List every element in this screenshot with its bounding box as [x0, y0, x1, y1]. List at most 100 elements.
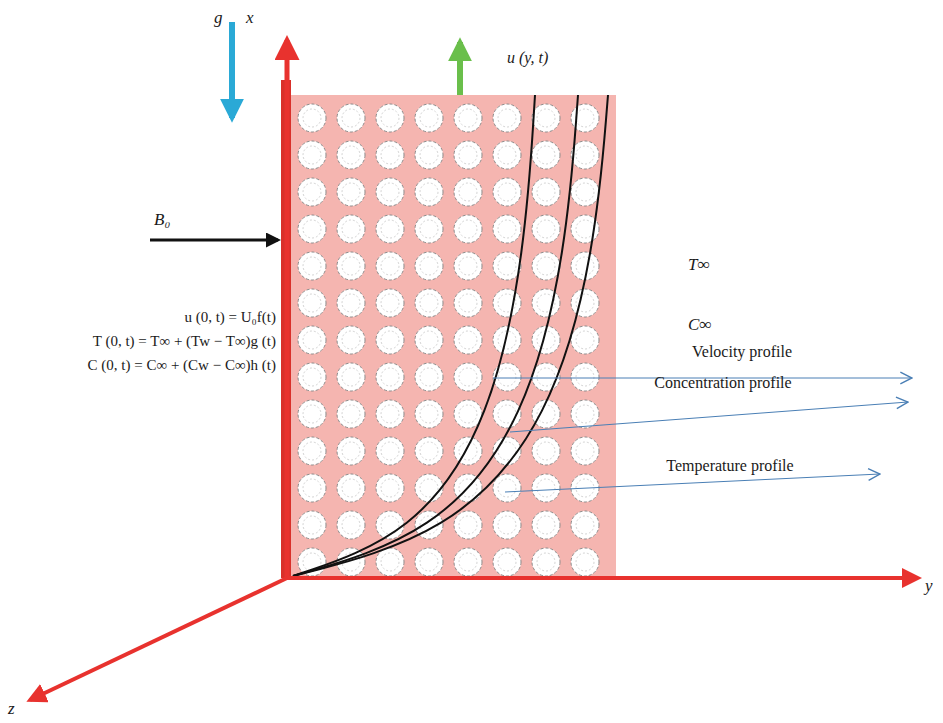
pore-core: [342, 405, 360, 423]
pore: [532, 548, 560, 576]
pore-core: [459, 516, 477, 534]
pore: [337, 474, 365, 502]
pore-core: [459, 405, 477, 423]
pore-core: [342, 479, 360, 497]
pore: [454, 215, 482, 243]
pore-core: [576, 405, 594, 423]
pore: [493, 141, 521, 169]
pore-core: [576, 368, 594, 386]
pore-core: [498, 479, 516, 497]
pore: [532, 511, 560, 539]
pore-core: [459, 368, 477, 386]
pore-core: [537, 257, 555, 275]
pore: [298, 511, 326, 539]
pore-core: [498, 257, 516, 275]
profile-label: Concentration profile: [654, 374, 791, 392]
pore: [298, 252, 326, 280]
pore: [298, 326, 326, 354]
pore: [376, 252, 404, 280]
pore-core: [303, 146, 321, 164]
pore: [454, 141, 482, 169]
pore: [337, 178, 365, 206]
pore-core: [537, 516, 555, 534]
pore: [415, 400, 443, 428]
leader-line: [510, 402, 908, 432]
pore-core: [459, 146, 477, 164]
pore: [532, 252, 560, 280]
pore-core: [303, 331, 321, 349]
pore-core: [342, 109, 360, 127]
pore-core: [381, 405, 399, 423]
pore: [298, 474, 326, 502]
pore-core: [303, 257, 321, 275]
pore-core: [537, 220, 555, 238]
pore: [571, 511, 599, 539]
pore: [571, 178, 599, 206]
pore: [376, 400, 404, 428]
pore-core: [537, 109, 555, 127]
pore-core: [576, 220, 594, 238]
pore: [337, 511, 365, 539]
pore-core: [498, 220, 516, 238]
pore-core: [576, 553, 594, 571]
pore: [376, 437, 404, 465]
pore-core: [342, 516, 360, 534]
pore-core: [537, 146, 555, 164]
axis-label: y: [925, 576, 933, 596]
axis-label: z: [8, 699, 15, 719]
pore: [532, 104, 560, 132]
pore-core: [576, 442, 594, 460]
pore: [337, 326, 365, 354]
pore: [493, 363, 521, 391]
pore-core: [381, 442, 399, 460]
pore: [337, 363, 365, 391]
pore: [454, 289, 482, 317]
pore-core: [459, 257, 477, 275]
leader-line: [505, 474, 880, 492]
pore-core: [459, 220, 477, 238]
porous-medium: [291, 95, 616, 578]
pore: [454, 104, 482, 132]
pore-core: [576, 109, 594, 127]
pore: [415, 141, 443, 169]
pore-core: [381, 146, 399, 164]
pore: [298, 363, 326, 391]
pore: [298, 400, 326, 428]
pore: [493, 104, 521, 132]
pore: [415, 289, 443, 317]
pore-core: [303, 442, 321, 460]
pore-core: [537, 479, 555, 497]
pore-core: [498, 109, 516, 127]
pore: [532, 474, 560, 502]
pore: [571, 141, 599, 169]
pore: [376, 326, 404, 354]
pore: [493, 252, 521, 280]
pore: [415, 548, 443, 576]
pore-core: [576, 183, 594, 201]
pore: [337, 400, 365, 428]
pore: [376, 289, 404, 317]
pore-core: [303, 368, 321, 386]
pore: [376, 474, 404, 502]
profile-label: Temperature profile: [666, 457, 793, 475]
boundary-condition: C (0, t) = C∞ + (Cw − C∞)h (t): [88, 357, 276, 374]
pore: [493, 215, 521, 243]
pore-core: [498, 146, 516, 164]
boundary-condition: T (0, t) = T∞ + (Tw − T∞)g (t): [93, 333, 276, 350]
pore-core: [420, 146, 438, 164]
pore: [571, 326, 599, 354]
profile-curves: [293, 95, 608, 576]
pore: [337, 289, 365, 317]
pore-core: [381, 257, 399, 275]
pore-core: [342, 220, 360, 238]
y-axis: [287, 576, 918, 580]
pore: [337, 215, 365, 243]
pore: [454, 326, 482, 354]
pore-core: [459, 553, 477, 571]
axis-label: x: [246, 8, 254, 28]
pore: [376, 363, 404, 391]
pore: [532, 215, 560, 243]
pore: [376, 215, 404, 243]
pore-core: [498, 368, 516, 386]
pore-core: [420, 183, 438, 201]
